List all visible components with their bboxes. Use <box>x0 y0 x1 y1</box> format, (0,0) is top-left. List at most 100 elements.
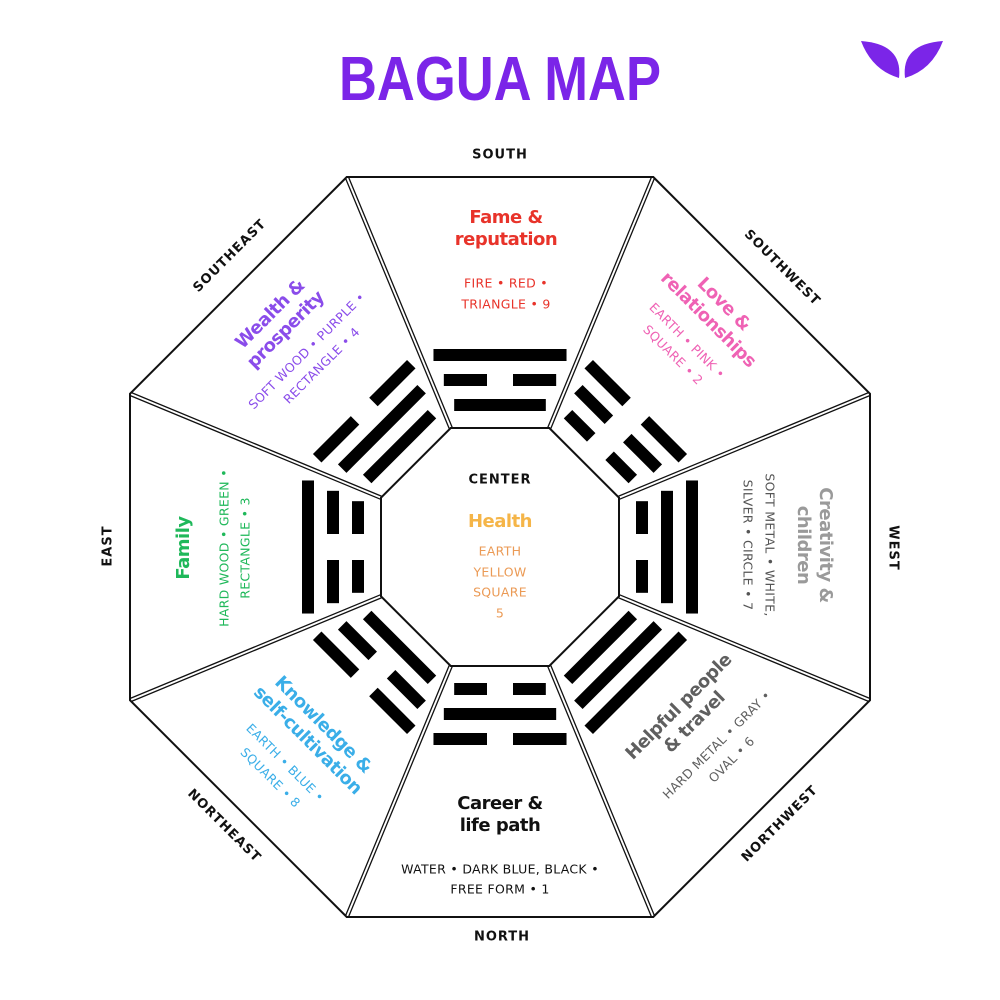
trigram-west <box>636 480 698 614</box>
sector-divider <box>619 594 871 700</box>
sector-divider <box>618 597 870 703</box>
sector-divider <box>619 394 871 500</box>
sector-title: life path <box>460 815 541 836</box>
sector-east: Family HARD WOOD • GREEN • RECTANGLE • 3 <box>173 469 253 627</box>
direction-west: WEST <box>886 525 901 570</box>
sector-desc: FIRE • RED • <box>464 276 548 291</box>
trigram-bar-broken <box>327 490 339 534</box>
trigram-bar-solid <box>686 480 698 614</box>
direction-east: EAST <box>101 525 116 566</box>
sector-south: Fame & reputation FIRE • RED • TRIANGLE … <box>455 207 558 312</box>
page-title: BAGUA MAP <box>339 45 661 114</box>
sector-desc: WATER • DARK BLUE, BLACK • <box>401 862 599 877</box>
center-desc: SQUARE <box>473 585 527 600</box>
trigram-bar-broken <box>584 359 631 407</box>
trigram-bar-solid <box>454 399 546 411</box>
trigram-bar-broken <box>605 451 638 484</box>
trigram-south <box>433 349 567 411</box>
sector-title: Family <box>173 516 194 580</box>
sector-divider <box>344 665 450 917</box>
sector-desc: HARD WOOD • GREEN • <box>217 469 232 627</box>
center-title: Health <box>468 511 532 532</box>
sector-north: Career & life path WATER • DARK BLUE, BL… <box>401 793 599 897</box>
trigram-bar-broken <box>640 416 688 463</box>
sector-divider <box>347 176 453 428</box>
direction-northwest: NORTHWEST <box>739 783 821 865</box>
sector-desc: SILVER • CIRCLE • 7 <box>741 480 756 611</box>
sector-desc: RECTANGLE • 3 <box>238 497 253 599</box>
sector-desc: FREE FORM • 1 <box>450 882 549 897</box>
inner-octagon <box>380 427 620 667</box>
sector-divider <box>550 665 656 917</box>
sector-divider <box>129 594 381 700</box>
brand-logo-icon <box>861 41 943 78</box>
direction-southwest: SOUTHWEST <box>741 227 823 309</box>
trigram-bar-broken <box>352 560 364 593</box>
trigram-southwest <box>563 359 688 484</box>
sector-desc: TRIANGLE • 9 <box>460 297 550 312</box>
sector-title: Career & <box>457 793 543 814</box>
trigram-bar-broken <box>636 501 648 534</box>
center-sector: CENTER Health EARTH YELLOW SQUARE 5 <box>468 473 533 621</box>
trigram-bar-broken <box>443 374 487 386</box>
trigram-bar-broken <box>513 683 546 695</box>
trigram-bar-solid <box>443 708 557 720</box>
trigram-bar-solid <box>574 621 663 710</box>
sector-title: reputation <box>455 229 558 250</box>
sector-divider <box>129 394 381 500</box>
trigram-bar-solid <box>302 480 314 614</box>
direction-southeast: SOUTHEAST <box>190 216 269 295</box>
trigram-north <box>433 683 567 745</box>
direction-north: NORTH <box>474 930 530 945</box>
center-desc: 5 <box>496 606 504 621</box>
trigram-southeast <box>312 359 437 484</box>
trigram-bar-broken <box>386 670 426 710</box>
octagon-frame <box>129 176 871 918</box>
trigrams <box>302 349 698 745</box>
trigram-bar-broken <box>352 501 364 534</box>
trigram-bar-broken <box>513 374 557 386</box>
trigram-bar-solid <box>362 409 437 484</box>
trigram-bar-broken <box>574 384 614 424</box>
trigram-bar-broken <box>327 560 339 604</box>
direction-northeast: NORTHEAST <box>184 786 263 865</box>
sector-divider <box>130 597 382 703</box>
trigram-bar-broken <box>454 683 487 695</box>
sector-southwest: Love & relationships EARTH • PINK • SQUA… <box>640 268 760 388</box>
trigram-bar-broken <box>369 359 416 407</box>
trigram-bar-solid <box>661 490 673 604</box>
trigram-bar-solid <box>563 610 638 685</box>
sector-divider <box>344 177 450 429</box>
trigram-bar-broken <box>337 621 377 661</box>
trigram-bar-solid <box>337 384 426 473</box>
sector-desc: SOFT METAL • WHITE, <box>763 473 778 616</box>
sector-divider <box>547 176 653 428</box>
center-desc: YELLOW <box>472 565 526 580</box>
trigram-bar-broken <box>433 733 487 745</box>
trigram-bar-broken <box>369 687 416 735</box>
trigram-bar-solid <box>433 349 567 361</box>
trigram-northeast <box>312 610 437 735</box>
center-label: CENTER <box>468 473 531 488</box>
trigram-bar-solid <box>584 631 688 735</box>
trigram-bar-broken <box>513 733 567 745</box>
trigram-bar-solid <box>362 610 437 685</box>
sector-title: Fame & <box>469 207 542 228</box>
sector-title: Creativity & <box>815 487 836 602</box>
trigram-east <box>302 480 364 614</box>
sector-divider <box>550 177 656 429</box>
trigram-bar-broken <box>623 433 663 473</box>
trigram-bar-broken <box>312 416 360 463</box>
sector-divider <box>618 391 870 497</box>
sector-west: Creativity & children SOFT METAL • WHITE… <box>741 473 837 616</box>
sector-divider <box>347 666 453 918</box>
sector-divider <box>547 666 653 918</box>
center-desc: EARTH <box>479 544 522 559</box>
outer-octagon <box>129 176 871 918</box>
trigram-northwest <box>563 610 688 735</box>
trigram-bar-broken <box>563 409 596 442</box>
sector-southeast: Wealth & prosperity SOFT WOOD • PURPLE •… <box>231 275 368 412</box>
trigram-bar-broken <box>636 560 648 593</box>
sector-title: children <box>793 506 814 585</box>
